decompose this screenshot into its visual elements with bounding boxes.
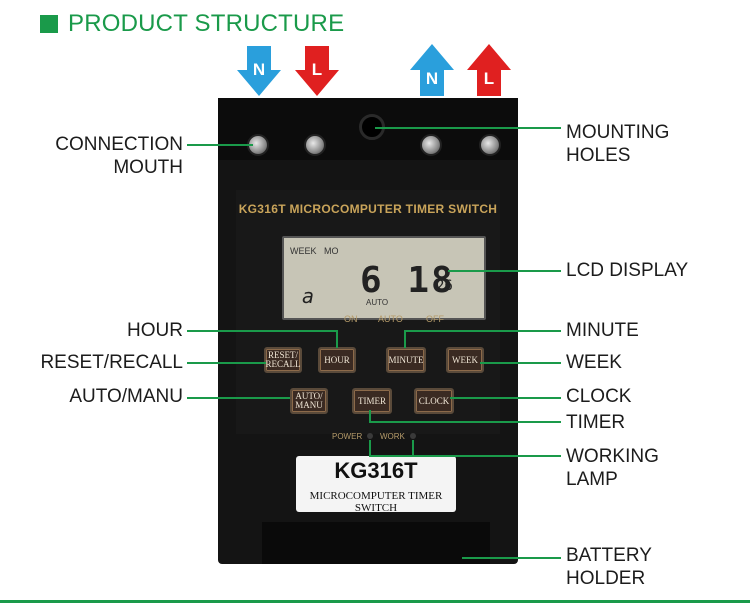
hour-button-text: HOUR [324,354,350,365]
auto-manu-line [187,397,290,399]
mounting-holes-line-1: MOUNTING [566,122,670,143]
connection-mouth-line-2: MOUTH [113,157,183,178]
clock-line [450,397,561,399]
battery-holder-line-2: HOLDER [566,568,646,589]
live-in-arrow: L [295,46,339,96]
lcd-week-text: WEEK [290,246,317,256]
battery-holder [262,522,490,564]
minute-line-v [404,330,406,348]
hour-label: HOUR [127,320,183,341]
battery-holder-line-1: BATTERY [566,545,652,566]
title-text: PRODUCT STRUCTURE [68,10,345,37]
reset-recall-button-text: RESET/ RECALL [265,350,301,369]
mounting-holes-line-2: HOLES [566,145,631,166]
connection-mouth-line [187,144,253,146]
week-line [480,362,561,364]
mode-auto-label: AUTO [378,314,403,324]
battery-holder-label: BATTERY HOLDER [566,544,652,590]
reset-recall-button[interactable]: RESET/ RECALL [264,347,302,373]
sticker-model-text: KG316T [334,458,418,483]
live-in-letter: L [312,60,322,79]
auto-manu-button-text: AUTO/ MANU [295,391,323,410]
timer-line-v [369,410,371,422]
neutral-out-arrow: N [410,44,454,96]
week-button-text: WEEK [452,354,478,365]
connection-mouth-label: CONNECTION MOUTH [40,133,183,179]
lcd-display-label: LCD DISPLAY [566,260,689,281]
lcd-display-line [448,270,561,272]
clock-button-text: CLOCK [418,395,450,406]
hour-line-h [187,330,337,332]
timer-label: TIMER [566,412,626,433]
reset-recall-line [187,362,266,364]
clock-button[interactable]: CLOCK [414,388,454,414]
lcd-seconds: 26 [436,278,453,294]
lcd-week-label: WEEK MO [290,246,339,256]
work-lamp [410,433,416,439]
timer-line-h [369,421,561,423]
neutral-in-arrow: N [237,46,281,96]
work-lamp-label: WORK [380,432,405,441]
working-lamp-line-1: WORKING [566,446,659,467]
section-title: PRODUCT STRUCTURE [40,10,344,38]
lcd-day-text: MO [324,246,339,256]
lcd-display [282,236,486,320]
reset-recall-label: RESET/RECALL [40,352,183,373]
sticker-subtitle-text: MICROCOMPUTER TIMER SWITCH [309,490,443,514]
week-button[interactable]: WEEK [446,347,484,373]
neutral-out-letter: N [426,69,438,88]
mode-off-label: OFF [426,314,444,324]
lcd-time: 6 18 [360,260,455,301]
hour-button[interactable]: HOUR [318,347,356,373]
live-out-letter: L [484,69,494,88]
work-lamp-line-v [412,440,414,456]
timer-button[interactable]: TIMER [352,388,392,414]
working-lamp-line-2: LAMP [566,469,618,490]
model-sticker [296,456,456,512]
hour-line-v [336,330,338,348]
timer-button-text: TIMER [358,395,386,406]
power-lamp [367,433,373,439]
terminal-screw-2 [304,134,326,156]
working-lamp-label: WORKING LAMP [566,445,659,491]
minute-button[interactable]: MINUTE [386,347,426,373]
power-lamp-line-v [369,440,371,456]
auto-manu-label: AUTO/MANU [69,386,183,407]
terminal-screw-3 [420,134,442,156]
lcd-auto-indicator: AUTO [366,298,389,307]
title-square-icon [40,15,58,33]
mounting-holes-label: MOUNTING HOLES [566,121,669,167]
week-label: WEEK [566,352,622,373]
device-brand-text: KG316T MICROCOMPUTER TIMER SWITCH [238,202,498,216]
mounting-holes-line [375,127,561,129]
minute-label: MINUTE [566,320,639,341]
power-lamp-label: POWER [332,432,363,441]
neutral-in-letter: N [253,60,265,79]
terminal-screw-4 [479,134,501,156]
minute-button-text: MINUTE [388,354,424,365]
mode-on-label: ON [344,314,358,324]
lcd-day-digit: a [302,284,315,308]
working-lamp-line [369,455,561,457]
auto-manu-button[interactable]: AUTO/ MANU [290,388,328,414]
clock-label: CLOCK [566,386,632,407]
connection-mouth-line-1: CONNECTION [55,134,183,155]
live-out-arrow: L [467,44,511,96]
bottom-accent-line [0,600,750,603]
battery-holder-line [462,557,561,559]
minute-line-h [404,330,561,332]
